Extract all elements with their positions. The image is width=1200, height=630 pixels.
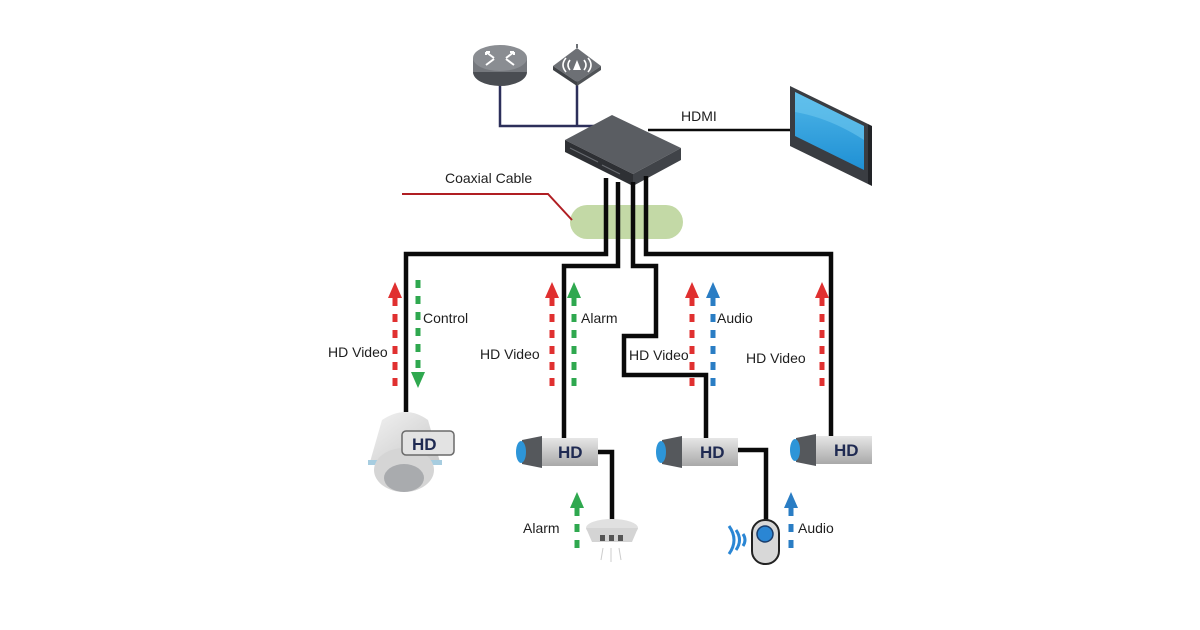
wireless-access-point-icon[interactable]	[553, 44, 601, 86]
coaxial-cable-callout	[402, 193, 573, 221]
microphone-icon[interactable]	[727, 519, 780, 565]
bullet-camera-2-icon[interactable]: HD	[516, 436, 598, 468]
alarm-sensor-icon[interactable]	[586, 519, 638, 562]
control-arrow-ptz	[411, 280, 425, 388]
coax-to-camera-3	[621, 182, 709, 440]
coaxial-cable-label: Coaxial Cable	[445, 170, 532, 186]
hdmi-label: HDMI	[681, 108, 717, 124]
coaxial-bundle	[570, 205, 683, 239]
audio-arrow-camera-3	[706, 282, 720, 390]
hd-video-label-camera-2: HD Video	[480, 346, 540, 362]
hd-video-arrow-camera-2	[545, 282, 559, 390]
sound-waves-icon	[727, 525, 747, 555]
alarm-arrow-sensor	[570, 492, 584, 550]
coax-to-camera-4	[643, 176, 834, 438]
alarm-arrow-camera-2	[567, 282, 581, 390]
hd-video-arrow-camera-3	[685, 282, 699, 390]
router-link	[498, 82, 598, 128]
audio-label-microphone: Audio	[798, 520, 834, 536]
hd-video-label-ptz: HD Video	[328, 344, 388, 360]
hd-badge-text: HD	[700, 443, 725, 462]
hd-badge-text: HD	[412, 435, 437, 454]
signal-arrows	[388, 280, 829, 550]
audio-wire	[738, 447, 769, 520]
audio-arrow-microphone	[784, 492, 798, 548]
bullet-camera-4-icon[interactable]: HD	[790, 434, 872, 466]
coax-to-camera-2	[561, 182, 621, 440]
hd-badge-text: HD	[834, 441, 859, 460]
hd-video-label-camera-3: HD Video	[629, 347, 689, 363]
ptz-dome-camera-icon[interactable]: HD	[368, 412, 455, 492]
alarm-wire	[598, 449, 615, 522]
control-label: Control	[423, 310, 468, 326]
hd-badge-text: HD	[558, 443, 583, 462]
lcd-monitor-icon[interactable]	[790, 86, 872, 186]
hd-video-arrow-camera-4	[815, 282, 829, 390]
alarm-label-sensor: Alarm	[523, 520, 560, 536]
bullet-camera-3-icon[interactable]: HD	[656, 436, 738, 468]
router-icon[interactable]	[473, 45, 527, 86]
alarm-label-camera-2: Alarm	[581, 310, 618, 326]
hd-badge	[401, 430, 455, 456]
hd-video-label-camera-4: HD Video	[746, 350, 806, 366]
coaxial-cables	[403, 176, 834, 522]
audio-label-camera-3: Audio	[717, 310, 753, 326]
coax-to-ptz	[403, 178, 609, 412]
hd-video-arrow-ptz	[388, 282, 402, 390]
